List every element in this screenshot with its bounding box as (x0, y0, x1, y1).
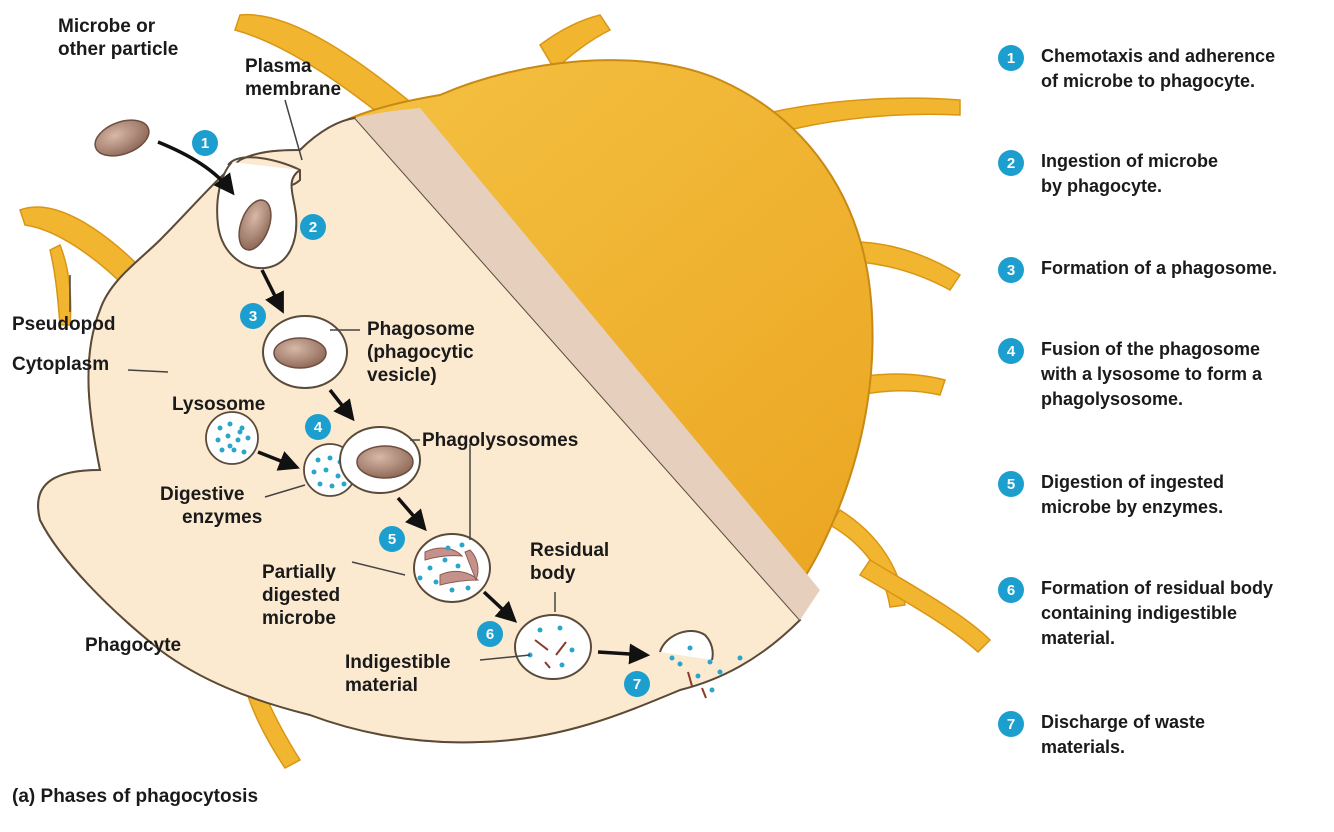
process-arrows (157, 140, 651, 665)
step-number: 3 (998, 257, 1024, 283)
step-number: 5 (998, 471, 1024, 497)
step-2: 2 Ingestion of microbe by phagocyte. (998, 149, 1331, 199)
leader-lines (69, 275, 556, 661)
residual-contents (527, 625, 575, 669)
step-text: Formation of a phagosome. (1041, 258, 1278, 278)
step-3: 3 Formation of a phagosome. (998, 256, 1331, 283)
step-number: 1 (998, 45, 1024, 71)
step-number: 6 (998, 577, 1024, 603)
step-badge-3: 3 (240, 303, 266, 329)
label-pseudopod: Pseudopod (12, 314, 115, 335)
step-text: Discharge of waste materials. (1041, 712, 1206, 757)
cytoplasm-face (37, 116, 802, 744)
step-number: 4 (998, 338, 1024, 364)
step-badge-1: 1 (192, 130, 218, 156)
svg-text:2: 2 (309, 219, 317, 236)
label-phagocyte: Phagocyte (85, 635, 181, 656)
plasma-membrane-leader (284, 99, 303, 161)
step-text: Fusion of the phagosome with a lysosome … (1041, 339, 1263, 409)
step-text: Chemotaxis and adherence of microbe to p… (1041, 46, 1276, 91)
step-number: 7 (998, 711, 1024, 737)
partial-microbe-fragments (424, 547, 480, 586)
label-lysosome: Lysosome (172, 394, 265, 415)
label-phagolysosomes: Phagolysosomes (422, 430, 578, 451)
discharge-pocket (659, 630, 714, 661)
step-badge-6: 6 (477, 621, 503, 647)
microbe (94, 119, 150, 157)
svg-text:5: 5 (388, 531, 396, 548)
caption-prefix: (a) (12, 786, 36, 807)
step-badge-2: 2 (300, 214, 326, 240)
step-1: 1 Chemotaxis and adherence of microbe to… (998, 44, 1331, 94)
step-4: 4 Fusion of the phagosome with a lysosom… (998, 337, 1331, 412)
step-badge-4: 4 (305, 414, 331, 440)
svg-text:7: 7 (633, 676, 641, 693)
step-text: Digestion of ingested microbe by enzymes… (1041, 472, 1225, 517)
residual-body (514, 614, 592, 680)
caption-text: Phases of phagocytosis (40, 786, 259, 807)
svg-text:4: 4 (314, 419, 323, 436)
cut-shadow (355, 108, 820, 620)
digest-enzymes (417, 542, 471, 593)
svg-text:6: 6 (486, 626, 494, 643)
ingested-microbe (238, 199, 272, 251)
step-6: 6 Formation of residual body containing … (998, 576, 1331, 651)
label-cytoplasm: Cytoplasm (12, 354, 109, 375)
discharged-waste (669, 645, 743, 699)
step-7: 7 Discharge of waste materials. (998, 710, 1331, 760)
fusing-enzymes (311, 455, 347, 489)
step-badge-7: 7 (624, 671, 650, 697)
phagolysosome-microbe (356, 445, 414, 479)
figure-caption: (a) Phases of phagocytosis (12, 786, 258, 808)
step-text: Formation of residual body containing in… (1041, 578, 1274, 648)
step-badge-5: 5 (379, 526, 405, 552)
svg-text:1: 1 (201, 135, 209, 152)
lysosome-enzymes (215, 421, 251, 455)
step-5: 5 Digestion of ingested microbe by enzym… (998, 470, 1331, 520)
step-text: Ingestion of microbe by phagocyte. (1041, 151, 1219, 196)
step-number: 2 (998, 150, 1024, 176)
phagosome-microbe (273, 337, 327, 369)
svg-text:3: 3 (249, 308, 257, 325)
diagram-step-badges: 1 2 3 4 5 6 7 (192, 130, 650, 697)
